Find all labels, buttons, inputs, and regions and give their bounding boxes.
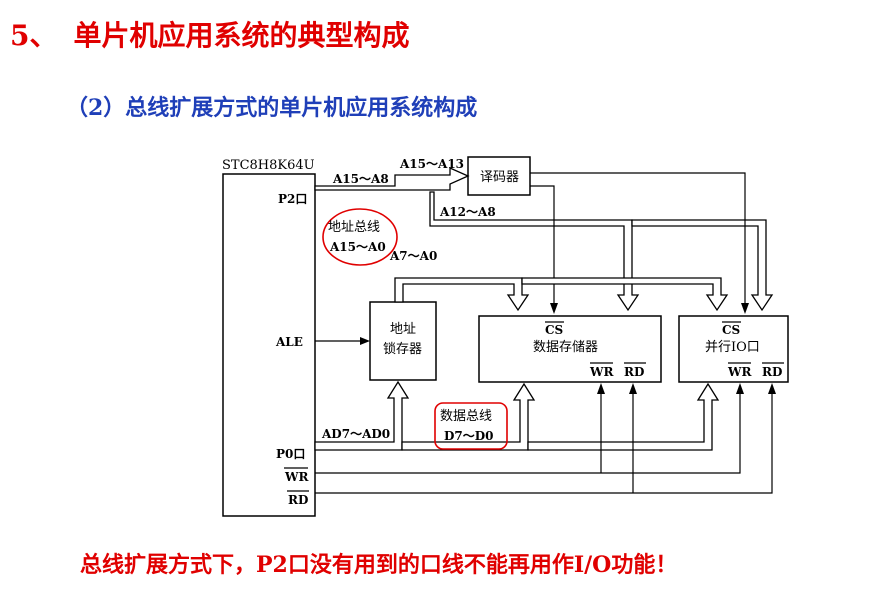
pin-ale: ALE: [275, 335, 303, 349]
latch-label-2: 锁存器: [383, 341, 422, 357]
decoder-block: [467, 156, 531, 196]
page-title: 5、单片机应用系统的典型构成: [10, 14, 410, 54]
address-bus-label: 地址总线: [328, 220, 380, 235]
wr-line-io: [315, 392, 741, 474]
signal-a15-a13: A15～A13: [399, 157, 464, 171]
latch-block: [369, 301, 437, 381]
signal-ad7-ad0: AD7～AD0: [321, 427, 390, 441]
pin-rd: RD: [288, 493, 308, 507]
data-bus-io: [527, 382, 720, 451]
a12-a8-bus-memory: [429, 191, 640, 312]
io-wr: WR: [727, 365, 752, 379]
io-rd: RD: [762, 365, 782, 379]
a7-a0-bus-io: [521, 277, 729, 312]
io-block: [678, 315, 789, 383]
title-text: 单片机应用系统的典型构成: [73, 19, 410, 52]
a12-a8-bus-io: [631, 219, 774, 312]
memory-cs: CS: [545, 323, 563, 337]
memory-block: [478, 315, 662, 383]
mcu-block: [222, 173, 316, 517]
p0-to-latch-bus: [314, 380, 410, 451]
pin-wr: WR: [284, 470, 309, 484]
data-bus-label: 数据总线: [440, 409, 492, 424]
memory-name: 数据存储器: [533, 340, 598, 355]
rd-line-io: [315, 392, 773, 494]
address-bus-oval: [322, 208, 398, 266]
io-cs: CS: [722, 323, 740, 337]
signal-a15-a8: A15～A8: [332, 172, 389, 186]
latch-label-1: 地址: [390, 322, 416, 337]
pin-p2: P2口: [278, 192, 307, 206]
memory-rd: RD: [624, 365, 644, 379]
address-bus-range: A15～A0: [329, 240, 386, 254]
data-bus-memory: [401, 382, 536, 451]
data-bus-oval: [434, 402, 508, 450]
a7-a0-bus-memory: [394, 277, 530, 312]
io-name: 并行IO口: [705, 340, 760, 355]
pin-p0: P0口: [276, 447, 305, 461]
memory-wr: WR: [589, 365, 614, 379]
footer-note: 总线扩展方式下，P2口没有用到的口线不能再用作I/O功能！: [80, 552, 678, 578]
signal-a12-a8: A12～A8: [439, 205, 496, 219]
decoder-to-io-cs: [530, 172, 746, 305]
data-bus-range: D7～D0: [444, 429, 494, 443]
decoder-to-memory-cs: [530, 185, 555, 305]
signal-a7-a0: A7～A0: [389, 249, 437, 263]
section-number: 5、: [10, 19, 58, 52]
page-subtitle: （2）总线扩展方式的单片机应用系统构成: [66, 95, 478, 121]
mcu-name: STC8H8K64U: [222, 158, 315, 173]
p2-to-decoder-bus: [314, 166, 470, 191]
decoder-label: 译码器: [480, 170, 519, 185]
